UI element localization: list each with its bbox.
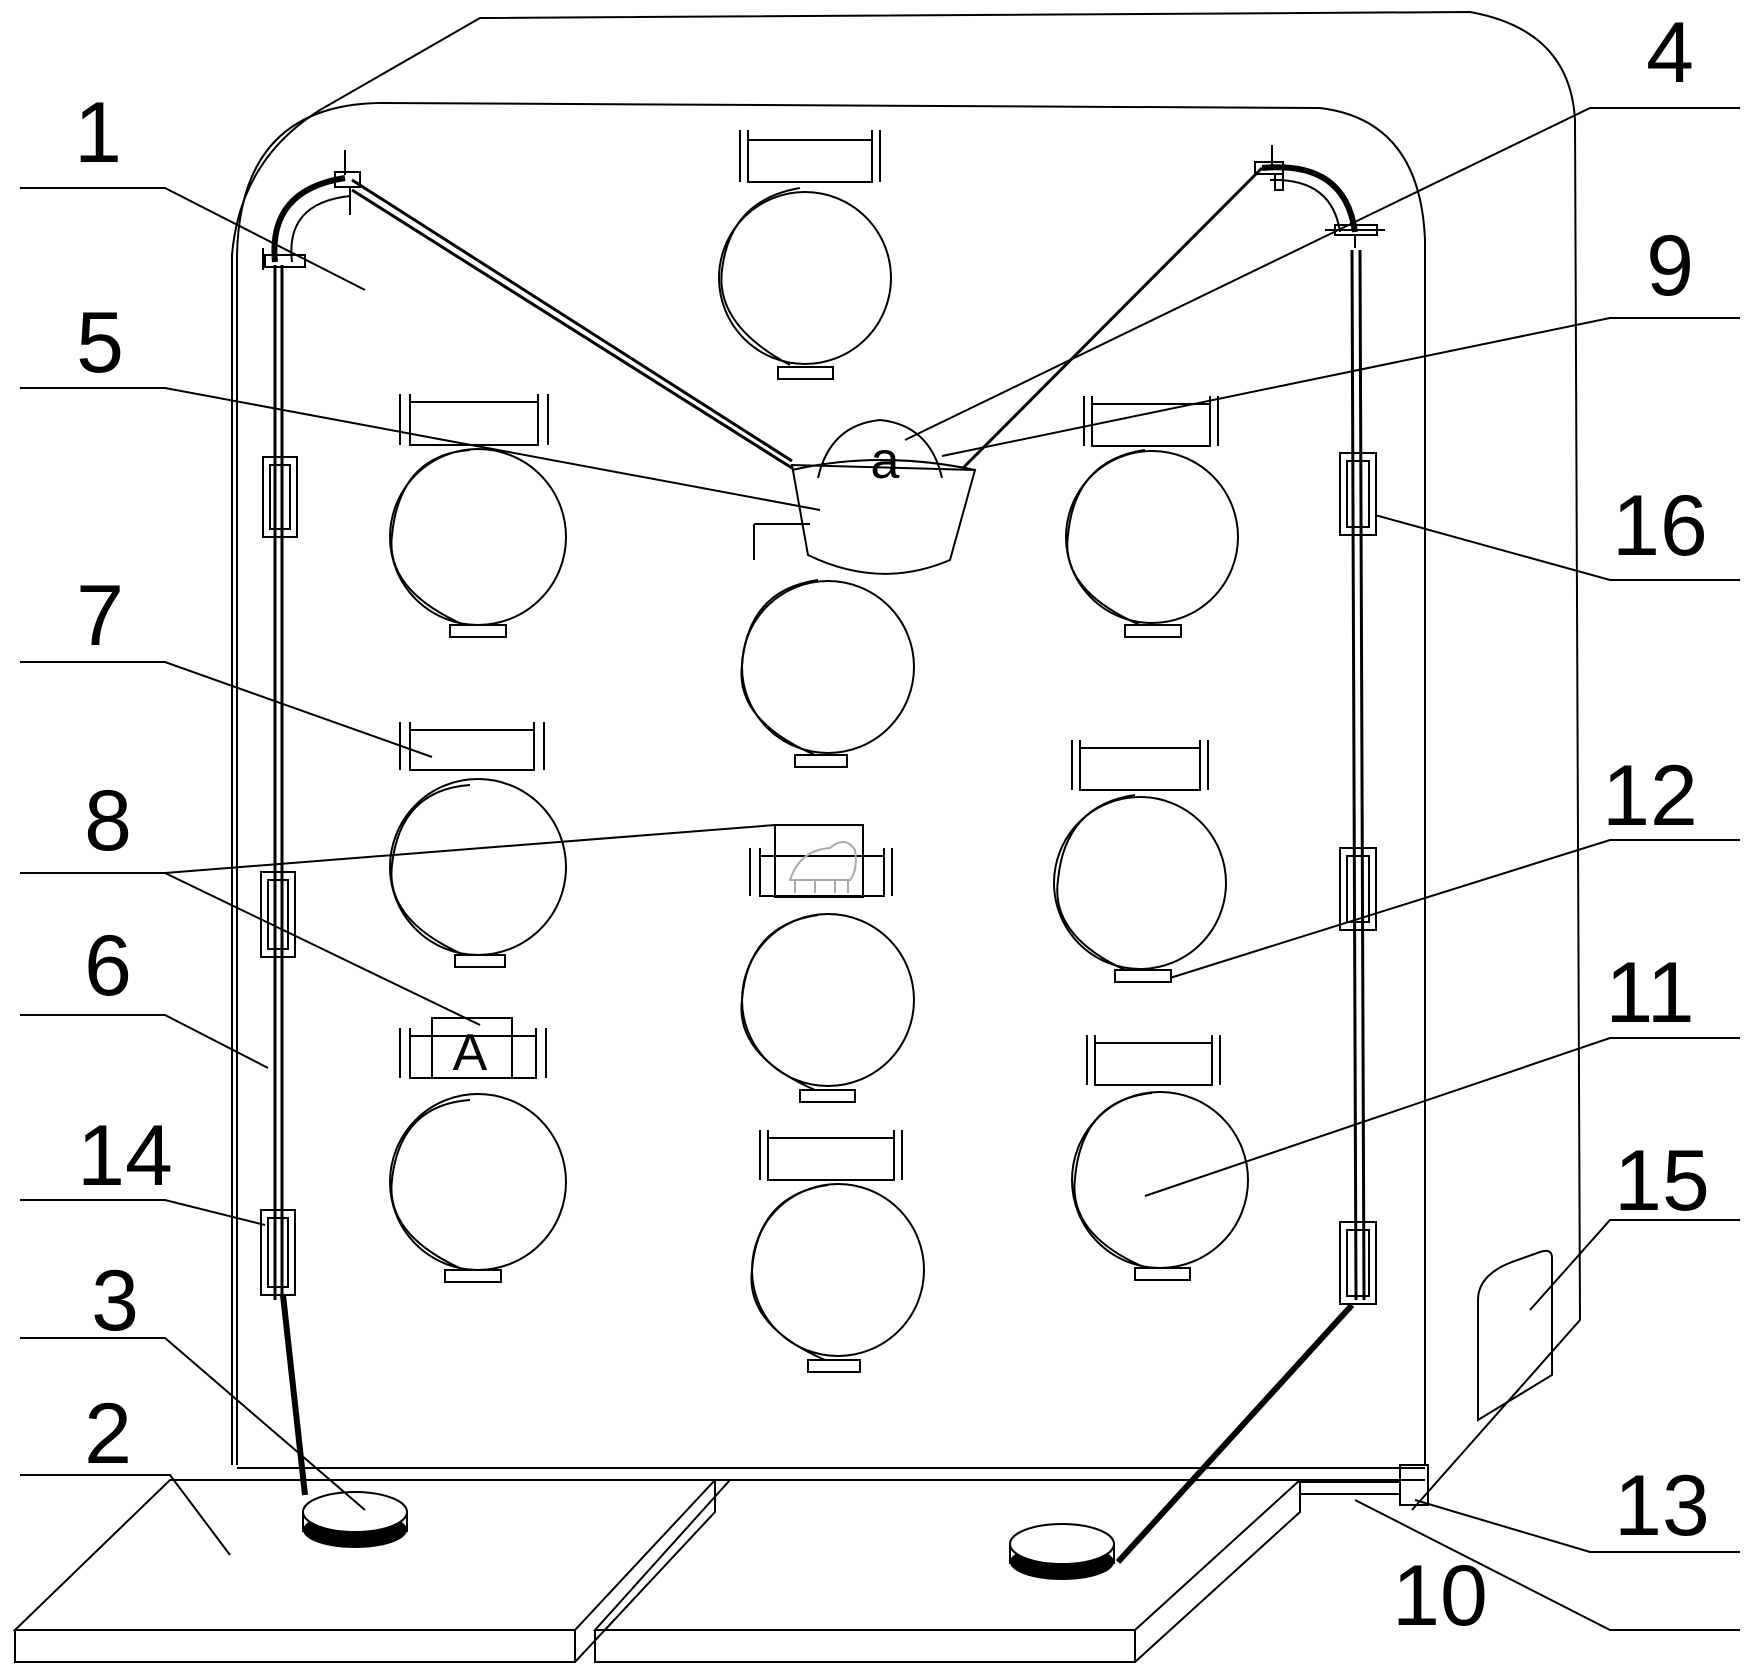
side-door — [1477, 1249, 1553, 1422]
callout-6: 6 — [84, 918, 132, 1014]
callout-15: 15 — [1614, 1133, 1710, 1229]
callout-labels: 1 2 3 4 5 6 7 8 9 10 11 12 13 14 15 16 — [74, 5, 1710, 1644]
callout-2: 2 — [84, 1386, 132, 1482]
label-tag: A — [431, 1017, 513, 1082]
sheep-icon — [788, 841, 857, 893]
hole-center-3 — [750, 1130, 925, 1373]
callout-9: 9 — [1646, 218, 1694, 314]
hole-right-2 — [1053, 740, 1227, 983]
hole-left-2 — [389, 722, 567, 968]
hole-right-1 — [1065, 396, 1239, 638]
hole-right-3 — [1071, 1035, 1249, 1281]
slider-left-1 — [262, 456, 298, 538]
rope-left — [351, 178, 793, 470]
label-tag-text: A — [453, 1024, 488, 1082]
rail-left — [273, 265, 308, 1496]
right-top-arc — [1261, 164, 1358, 233]
basket-ball-label: a — [871, 432, 900, 490]
hole-left-1 — [389, 394, 567, 638]
left-top-arc-inner — [290, 195, 351, 263]
cabinet-back-outline — [231, 10, 1582, 1511]
slider-right-2 — [1339, 847, 1377, 931]
connecting-rod — [1299, 1481, 1401, 1495]
hole-center-1 — [740, 523, 915, 768]
right-top-arc-inner — [1269, 178, 1341, 233]
cabinet-front-panel — [236, 101, 1426, 1465]
cabinet — [231, 10, 1582, 1511]
callout-11: 11 — [1605, 945, 1694, 1041]
foot-button-left — [302, 1491, 408, 1548]
hole-grid — [389, 130, 1249, 1373]
callout-7: 7 — [76, 568, 124, 664]
slider-right-3 — [1339, 1221, 1377, 1305]
foot-button-right — [1009, 1523, 1115, 1580]
slider-left-3 — [260, 1209, 296, 1296]
slider-right-1 — [1339, 452, 1377, 536]
callout-8: 8 — [84, 773, 132, 869]
right-top-bracket — [1254, 145, 1385, 248]
basket: a — [790, 418, 977, 575]
left-top-arc — [271, 175, 346, 263]
callout-4: 4 — [1646, 5, 1694, 101]
callout-12: 12 — [1602, 748, 1698, 844]
base-foot — [1399, 1464, 1429, 1506]
floor-pad-right — [592, 1479, 1303, 1663]
floor-pad-left — [12, 1479, 718, 1663]
callout-1: 1 — [74, 85, 122, 181]
callout-5: 5 — [76, 295, 124, 391]
left-top-bracket — [262, 150, 361, 270]
callout-10: 10 — [1392, 1548, 1488, 1644]
callout-13: 13 — [1614, 1458, 1710, 1554]
slider-left-2 — [260, 871, 296, 958]
hole-center-2 — [740, 848, 915, 1103]
callout-3: 3 — [91, 1253, 139, 1349]
rope-right — [961, 166, 1264, 470]
callout-leaders — [20, 107, 1740, 1631]
callout-16: 16 — [1612, 478, 1708, 574]
callout-14: 14 — [77, 1108, 173, 1204]
hole-top-center — [718, 130, 892, 380]
basket-ball — [817, 418, 943, 479]
picture-card — [774, 824, 864, 898]
slider-blocks — [260, 452, 1377, 1305]
